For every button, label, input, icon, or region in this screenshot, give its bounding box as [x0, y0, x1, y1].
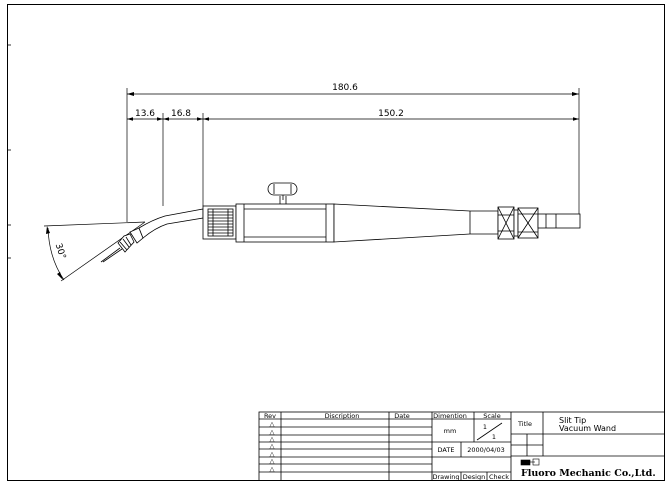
header-check: Check	[489, 473, 509, 481]
header-description: Discription	[325, 412, 360, 420]
dimension-overall: 180.6	[332, 83, 358, 93]
tapered-barrel	[333, 203, 499, 243]
company-name: Fluoro Mechanic Co.,Ltd.	[521, 468, 656, 479]
scale-top: 1	[483, 423, 487, 431]
push-button	[267, 182, 298, 196]
border-ticks	[7, 44, 11, 259]
date-label: DATE	[438, 446, 455, 454]
dimension-arrows	[127, 92, 579, 121]
header-rev: Rev	[264, 412, 276, 420]
units-value: mm	[444, 427, 457, 435]
title-line1: Slit Tip	[559, 416, 586, 425]
scale-bottom: 1	[492, 433, 496, 441]
dimension-lines	[126, 88, 580, 222]
vacuum-wand	[100, 182, 581, 263]
header-date: Date	[394, 412, 410, 420]
rev-mark: △	[270, 450, 275, 458]
company-logo-icon	[520, 458, 540, 466]
dimension-segment-a: 13.6	[135, 109, 155, 119]
title-line2: Vacuum Wand	[559, 424, 616, 433]
header-scale: Scale	[483, 412, 501, 420]
rev-mark: △	[270, 442, 275, 450]
date-value: 2000/04/03	[467, 446, 504, 454]
sheet-border	[7, 4, 665, 481]
rev-mark: △	[270, 420, 275, 428]
rev-mark: △	[270, 435, 275, 443]
title-block	[258, 411, 665, 481]
header-dimension: Dimention	[433, 412, 467, 420]
header-title: Title	[517, 420, 532, 428]
header-drawing: Drawing	[432, 473, 459, 481]
bent-tube	[138, 208, 204, 239]
knurled-nut	[202, 205, 237, 240]
angle-arrows	[46, 226, 63, 280]
dimension-segment-b: 16.8	[171, 109, 191, 119]
rev-mark: △	[270, 457, 275, 465]
rev-mark: △	[270, 428, 275, 436]
dimension-segment-c: 150.2	[378, 109, 404, 119]
header-design: Design	[463, 473, 485, 481]
hose-stem	[537, 213, 581, 229]
dimension-tip-angle: 30°	[53, 242, 67, 260]
wand-body	[235, 203, 335, 243]
rev-mark: △	[270, 465, 275, 473]
